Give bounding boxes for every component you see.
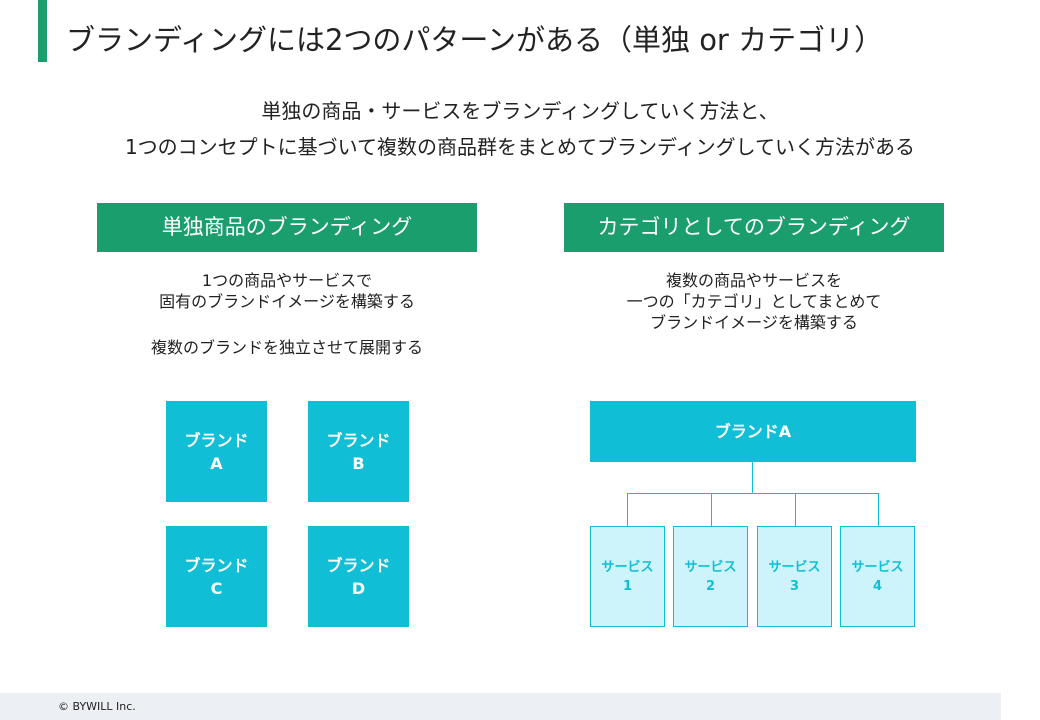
connector-branch-4 [878,493,879,526]
left-desc-line-2: 固有のブランドイメージを構築する [159,292,415,311]
brand-d-box: ブランド D [308,526,409,627]
connector-branch-1 [627,493,628,526]
brand-label: ブランド [326,430,391,450]
brand-label: ブランド [184,430,249,450]
service-4-box: サービス 4 [840,526,915,627]
service-number: 3 [789,578,800,594]
parent-brand-box: ブランドA [590,401,916,462]
footer-bar [0,693,1001,720]
right-desc-line-3: ブランドイメージを構築する [650,313,858,332]
service-label: サービス [768,559,821,575]
brand-b-box: ブランド B [308,401,409,502]
right-desc-line-2: 一つの「カテゴリ」としてまとめて [626,292,882,311]
brand-letter: B [352,453,365,473]
connector-horizontal [627,493,879,494]
brand-label: ブランド [326,555,391,575]
service-1-box: サービス 1 [590,526,665,627]
brand-letter: D [351,578,366,598]
lead-line-1: 単独の商品・サービスをブランディングしていく方法と、 [261,99,779,123]
left-heading: 単独商品のブランディング [97,203,477,252]
brand-letter: C [210,578,223,598]
service-label: サービス [684,559,737,575]
right-desc-line-1: 複数の商品やサービスを [665,271,842,290]
brand-label: ブランド [184,555,249,575]
service-label: サービス [851,559,904,575]
lead-line-2: 1つのコンセプトに基づいて複数の商品群をまとめてブランディングしていく方法がある [124,135,916,159]
service-number: 2 [705,578,716,594]
left-desc-line-3: 複数のブランドを独立させて展開する [150,338,423,357]
service-number: 4 [872,578,883,594]
service-number: 1 [622,578,633,594]
brand-c-box: ブランド C [166,526,267,627]
connector-branch-3 [795,493,796,526]
connector-branch-2 [711,493,712,526]
lead-text: 単独の商品・サービスをブランディングしていく方法と、 1つのコンセプトに基づいて… [0,93,1040,165]
service-3-box: サービス 3 [757,526,832,627]
right-description: 複数の商品やサービスを 一つの「カテゴリ」としてまとめて ブランドイメージを構築… [564,270,944,333]
brand-letter: A [210,453,223,473]
connector-trunk [752,462,753,494]
left-desc-line-1: 1つの商品やサービスで [201,271,373,290]
copyright-text: © BYWILL Inc. [58,700,136,713]
title-accent-bar [38,0,47,62]
left-description: 1つの商品やサービスで 固有のブランドイメージを構築する [97,270,477,312]
brand-a-box: ブランド A [166,401,267,502]
service-2-box: サービス 2 [673,526,748,627]
right-heading: カテゴリとしてのブランディング [564,203,944,252]
slide-title: ブランディングには2つのパターンがある（単独 or カテゴリ） [66,23,884,57]
service-label: サービス [601,559,654,575]
